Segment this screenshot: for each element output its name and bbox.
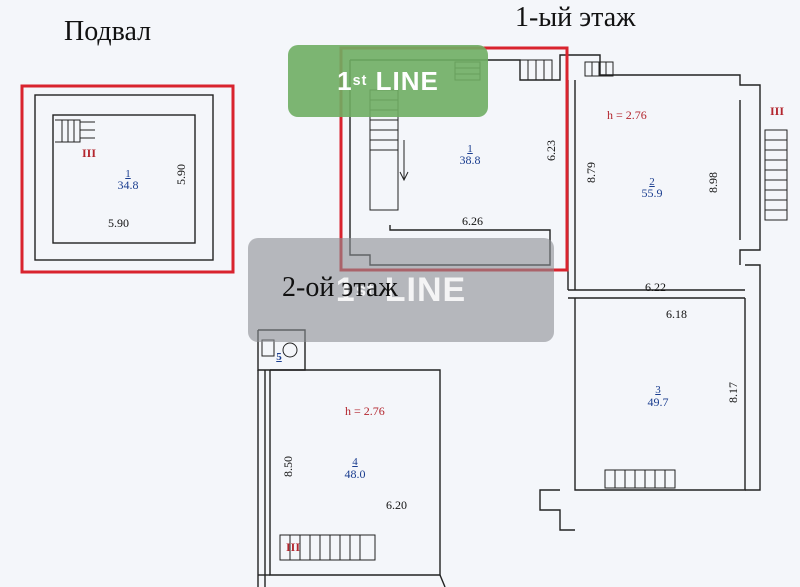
floor2-stair <box>279 534 376 561</box>
floor2-title: 2-ой этаж <box>282 272 398 303</box>
basement-outer-wall <box>34 94 214 261</box>
floor1-room2-area: 55.9 <box>641 186 663 200</box>
floor1-room3-stair <box>604 469 676 489</box>
basement-room-area: 34.8 <box>117 178 139 192</box>
floor1-room2-dim-right: 8.98 <box>706 172 720 193</box>
basement-highlight-box <box>20 84 235 274</box>
floor2-room4-dim-vertical: 8.50 <box>281 456 295 477</box>
floor1-room3-area: 49.7 <box>647 395 669 409</box>
basement-inner-wall <box>52 114 196 244</box>
floor2-height-label: h = 2.76 <box>345 404 385 418</box>
floor1-room1-area: 38.8 <box>459 153 481 167</box>
floor1-height-label: h = 2.76 <box>607 108 647 122</box>
basement-room-number: 1 <box>125 168 131 180</box>
floor2-room4-number: 4 <box>352 456 358 468</box>
basement-dim-horizontal: 5.90 <box>108 216 129 230</box>
floor1-room2-number: 2 <box>649 176 655 188</box>
floor1-title: 1-ый этаж <box>515 2 636 33</box>
floor2-room5-number: 5 <box>276 351 282 363</box>
basement-stair-label: III <box>82 146 97 160</box>
basement-stair <box>55 119 95 143</box>
floor1-room2-dim-left: 8.79 <box>584 162 598 183</box>
floor1-room1-dim-vertical: 6.23 <box>544 140 558 161</box>
floor1-room2-dim-bottom: 6.22 <box>645 280 666 294</box>
basement-title: Подвал <box>64 16 152 47</box>
floor1-room3-number: 3 <box>655 384 661 396</box>
floor2-stair-label: III <box>286 540 301 554</box>
floor1-room3-dim-top: 6.18 <box>666 307 687 321</box>
floor1-stair-label: III <box>770 104 785 118</box>
floor1-room1-number: 1 <box>467 143 473 155</box>
floor1-stair-right <box>764 129 788 221</box>
floor1-room3-dim-right: 8.17 <box>726 382 740 403</box>
floor2-room4-dim-horizontal: 6.20 <box>386 498 407 512</box>
floor2-room4-area: 48.0 <box>344 467 366 481</box>
floor1-room1-dim-horizontal: 6.26 <box>462 214 483 228</box>
basement-dim-vertical: 5.90 <box>174 164 188 185</box>
